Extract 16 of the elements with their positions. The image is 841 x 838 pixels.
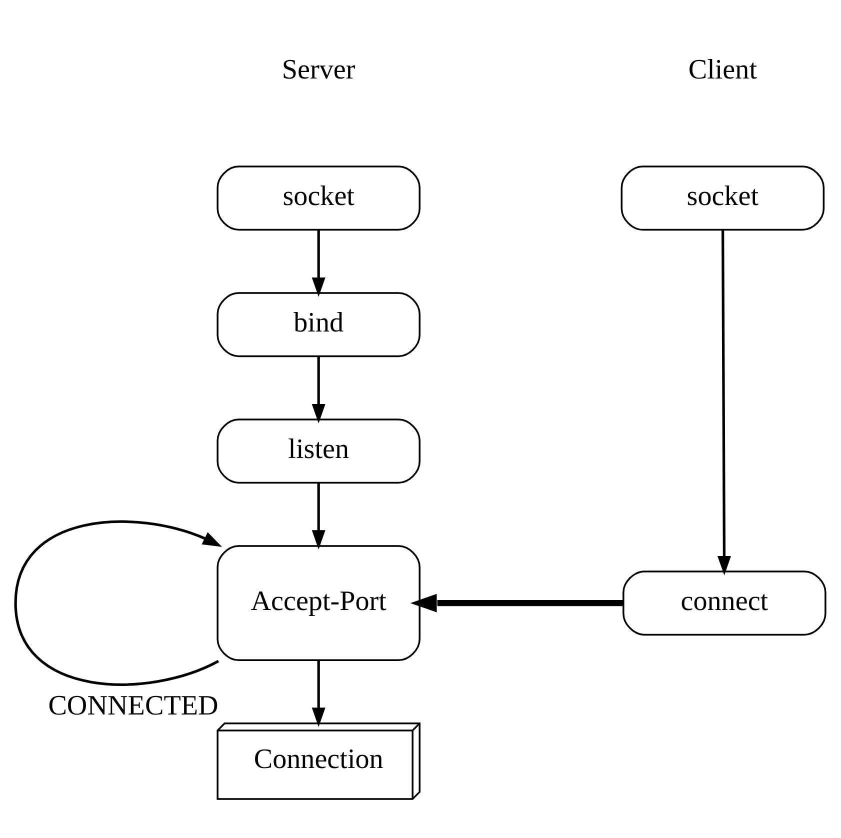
arrow xyxy=(312,230,326,296)
node-box: Accept-Port xyxy=(216,544,420,661)
node-box: connect xyxy=(622,570,826,636)
arrow xyxy=(312,356,326,423)
arrow xyxy=(312,660,326,726)
node-box: listen xyxy=(216,418,420,484)
node-box: bind xyxy=(216,292,420,357)
arrow xyxy=(14,520,222,686)
node-box: socket xyxy=(620,165,825,230)
arrow xyxy=(717,230,731,575)
node-label: CONNECTED xyxy=(48,690,218,721)
label: Client xyxy=(688,54,758,85)
arrow xyxy=(410,593,624,612)
label: Server xyxy=(282,54,356,85)
node-box: socket xyxy=(216,165,420,230)
arrow xyxy=(312,482,326,549)
